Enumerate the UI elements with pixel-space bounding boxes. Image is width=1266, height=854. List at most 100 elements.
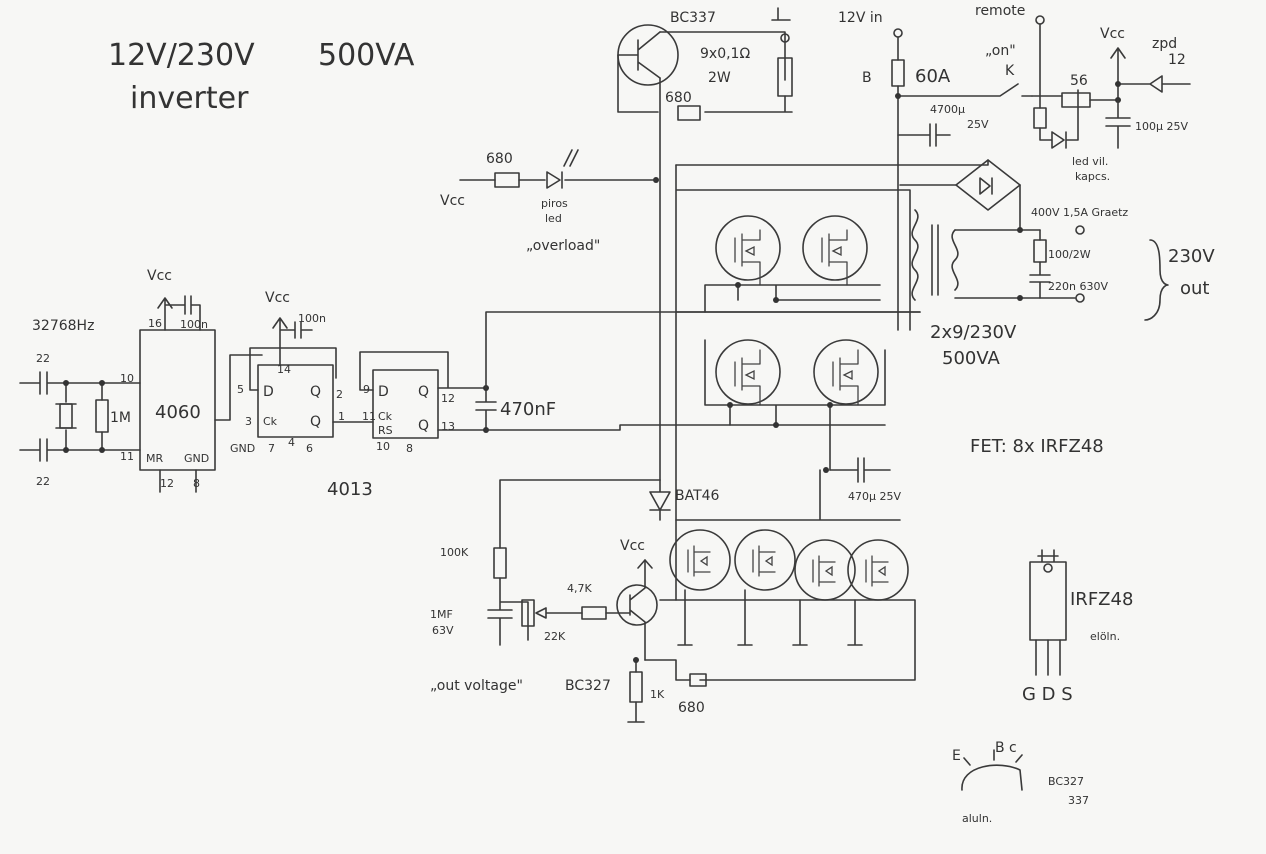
bc327-symbol (616, 584, 658, 626)
fuse-label: 60A (915, 66, 951, 87)
relay-led (1039, 89, 1079, 149)
gnd-label: GND (184, 452, 209, 465)
fet-6 (734, 529, 796, 591)
p3-label: 3 (245, 415, 252, 428)
irfz48-label: IRFZ48 (1070, 589, 1133, 610)
bc327-337-label: BC327 (1048, 775, 1084, 788)
fet-7 (794, 539, 856, 601)
pin16-label: 16 (148, 317, 162, 330)
overload-led-symbol (546, 149, 579, 189)
feedback-wire (499, 479, 661, 549)
c22-bot-label: 22 (36, 475, 50, 488)
pin12-label: 12 (160, 477, 174, 490)
r4k7 (581, 606, 607, 620)
ff2-rs-label: RS (378, 424, 393, 437)
c22-top-label: 22 (36, 352, 50, 365)
c470u-label: 470μ 25V (848, 490, 901, 503)
r680-led (494, 172, 520, 188)
r56-symbol (1061, 92, 1091, 108)
bc337-base-net (617, 54, 793, 113)
gds-label: G D S (1022, 684, 1073, 705)
r1k (629, 671, 643, 703)
vcc-4013-label: Vcc (265, 290, 290, 306)
title-line2: inverter (130, 81, 249, 116)
zener-net (1110, 47, 1191, 101)
osc-to-ff1 (214, 354, 263, 421)
snubber-net (1019, 184, 1051, 299)
bc327-package (961, 749, 1023, 791)
ic-4060-label: 4060 (155, 402, 201, 423)
ff1-d-label: D (263, 384, 274, 400)
transformer-secondary (951, 229, 959, 291)
gate-drive-a (485, 311, 921, 389)
title-line1: 12V/230V (108, 38, 255, 73)
c100u-symbol (1105, 99, 1131, 149)
shunt-power-label: 2W (708, 70, 731, 86)
p14-label: 14 (277, 363, 291, 376)
c4700-v-label: 25V (967, 118, 989, 131)
fet-3 (715, 339, 781, 405)
bat46-label: BAT46 (675, 488, 720, 504)
vcc-led-label: Vcc (440, 193, 465, 209)
fet-bank-frame (675, 164, 921, 601)
fet-2 (802, 215, 868, 281)
relay-coil (1033, 107, 1047, 129)
bc327-label: BC327 (565, 678, 611, 694)
fuse-symbol (891, 59, 905, 87)
ic-4013-label: 4013 (327, 479, 373, 500)
power-input-section: 12V in B 60A „on" K remote 56 Vcc zpd 12… (838, 3, 1191, 331)
p8b-label: 8 (406, 442, 413, 455)
kapcs-label: kapcs. (1075, 170, 1110, 183)
divider-section: D Q Ck Q D Q Ck Q RS Vcc 100n 14 5 3 2 1… (230, 290, 921, 500)
r100k-label: 100K (440, 546, 469, 559)
c470u-symbol (829, 457, 891, 483)
fet-bank-lower (659, 469, 916, 681)
bc337-emitter-wire (659, 7, 791, 81)
upper-bus (704, 284, 881, 313)
ff1-feedback (249, 347, 337, 391)
c22-bottom-symbol (19, 438, 141, 462)
relay-contact (897, 83, 1033, 97)
n337-label: 337 (1068, 794, 1089, 807)
remote-label: remote (975, 3, 1025, 19)
ff1-body (257, 364, 334, 438)
p7-label: 7 (268, 442, 275, 455)
ff2-d-label: D (378, 384, 389, 400)
c220n-label: 220n 630V (1048, 280, 1108, 293)
ff1-qbar-label: Q (310, 414, 321, 430)
overload-label: „overload" (526, 238, 600, 254)
remote-net (1031, 23, 1119, 109)
elol-label: elöln. (1090, 630, 1120, 643)
c470n-symbol (475, 387, 497, 431)
r680-top-label: 680 (665, 90, 692, 106)
fet-1 (715, 215, 781, 281)
p10-label: 10 (376, 440, 390, 453)
pot-22k-label: 22K (544, 630, 566, 643)
ff2-q-label: Q (418, 384, 429, 400)
ff1-ck-label: Ck (263, 415, 278, 428)
fet-bank-upper: 470μ 25V (675, 164, 921, 601)
in12v-label: 12V in (838, 10, 883, 26)
mid-bus (704, 339, 886, 471)
r100-label: 100/2W (1048, 248, 1091, 261)
r680-led-label: 680 (486, 151, 513, 167)
out230-label: 230V (1168, 246, 1215, 267)
irfz48-package (1029, 549, 1067, 641)
lower-bus (659, 469, 916, 681)
vcc-4060-label: Vcc (147, 268, 172, 284)
mr-label: MR (146, 452, 163, 465)
r100k (493, 547, 507, 579)
crystal-freq-label: 32768Hz (32, 318, 94, 334)
r680-top (677, 105, 701, 121)
ic-4060-body (139, 329, 216, 471)
led-vil-label: led vil. (1072, 155, 1108, 168)
c100n-b-label: 100n (298, 312, 326, 325)
gnd-4060-pins (159, 469, 197, 493)
pot-22k (521, 599, 535, 627)
on-label: „on" (985, 43, 1016, 59)
p12b-label: 12 (441, 392, 455, 405)
r100-2w (1033, 239, 1047, 263)
output-brace (1144, 239, 1169, 321)
c1mf-v-label: 63V (432, 624, 454, 637)
